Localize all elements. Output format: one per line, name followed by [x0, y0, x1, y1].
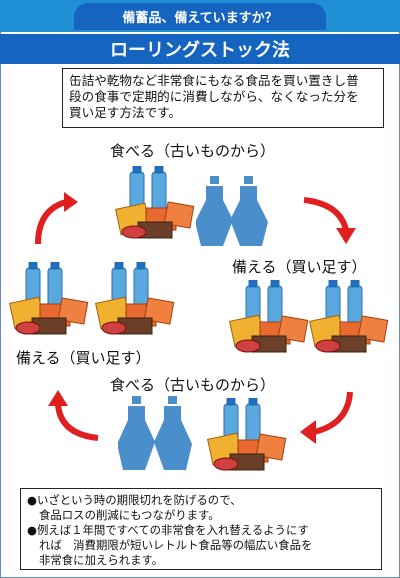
- note-line: 非常食に加えられます。: [39, 553, 164, 567]
- arrow-bottom-right: [300, 391, 353, 444]
- banner-text: 備蓄品、備えていますか？: [74, 2, 326, 30]
- label-stock-right: 備える（買い足す）: [232, 258, 367, 276]
- intro-line: 段の食事で定期的に消費しながら、なくなった分を: [69, 89, 359, 104]
- note-line: ●いざという時の期限切れを防げるので、: [27, 493, 242, 507]
- label-stock-left: 備える（買い足す）: [16, 349, 151, 367]
- stock-illustration: [95, 262, 175, 335]
- stock-illustration: [9, 262, 89, 335]
- stock-illustration: [309, 280, 389, 353]
- stock-illustration: [207, 398, 287, 471]
- arrow-top-right: [303, 197, 356, 244]
- arrow-top-left: [35, 192, 78, 245]
- top-banner: 備蓄品、備えていますか？: [0, 0, 400, 32]
- arrow-bottom-left: [48, 390, 99, 441]
- empty-bottles-icon: [118, 396, 192, 470]
- intro-line: 買い足す方法です。: [69, 105, 182, 120]
- label-eat-top: 食べる（古いものから）: [110, 142, 276, 160]
- note-line: れば 消費期限が短いレトルト食品等の幅広い食品を: [39, 538, 313, 552]
- intro-line: 缶詰や乾物など非常食にもなる食品を買い置きし普: [69, 73, 359, 88]
- note-line: 食品ロスの削減にもつながります。: [39, 508, 220, 522]
- label-eat-bottom: 食べる（古いものから）: [110, 376, 276, 394]
- notes-box: ●いざという時の期限切れを防げるので、 食品ロスの削減にもつながります。 ●例え…: [20, 488, 382, 570]
- page-title: ローリングストック法: [0, 34, 400, 64]
- stock-illustration: [229, 280, 309, 353]
- intro-box: 缶詰や乾物など非常食にもなる食品を買い置きし普 段の食事で定期的に消費しながら、…: [62, 68, 384, 128]
- note-line: ●例えば１年間ですべての非常食を入れ替えるようにす: [27, 523, 309, 537]
- stock-illustration: [115, 166, 195, 239]
- empty-bottles-icon: [196, 176, 268, 246]
